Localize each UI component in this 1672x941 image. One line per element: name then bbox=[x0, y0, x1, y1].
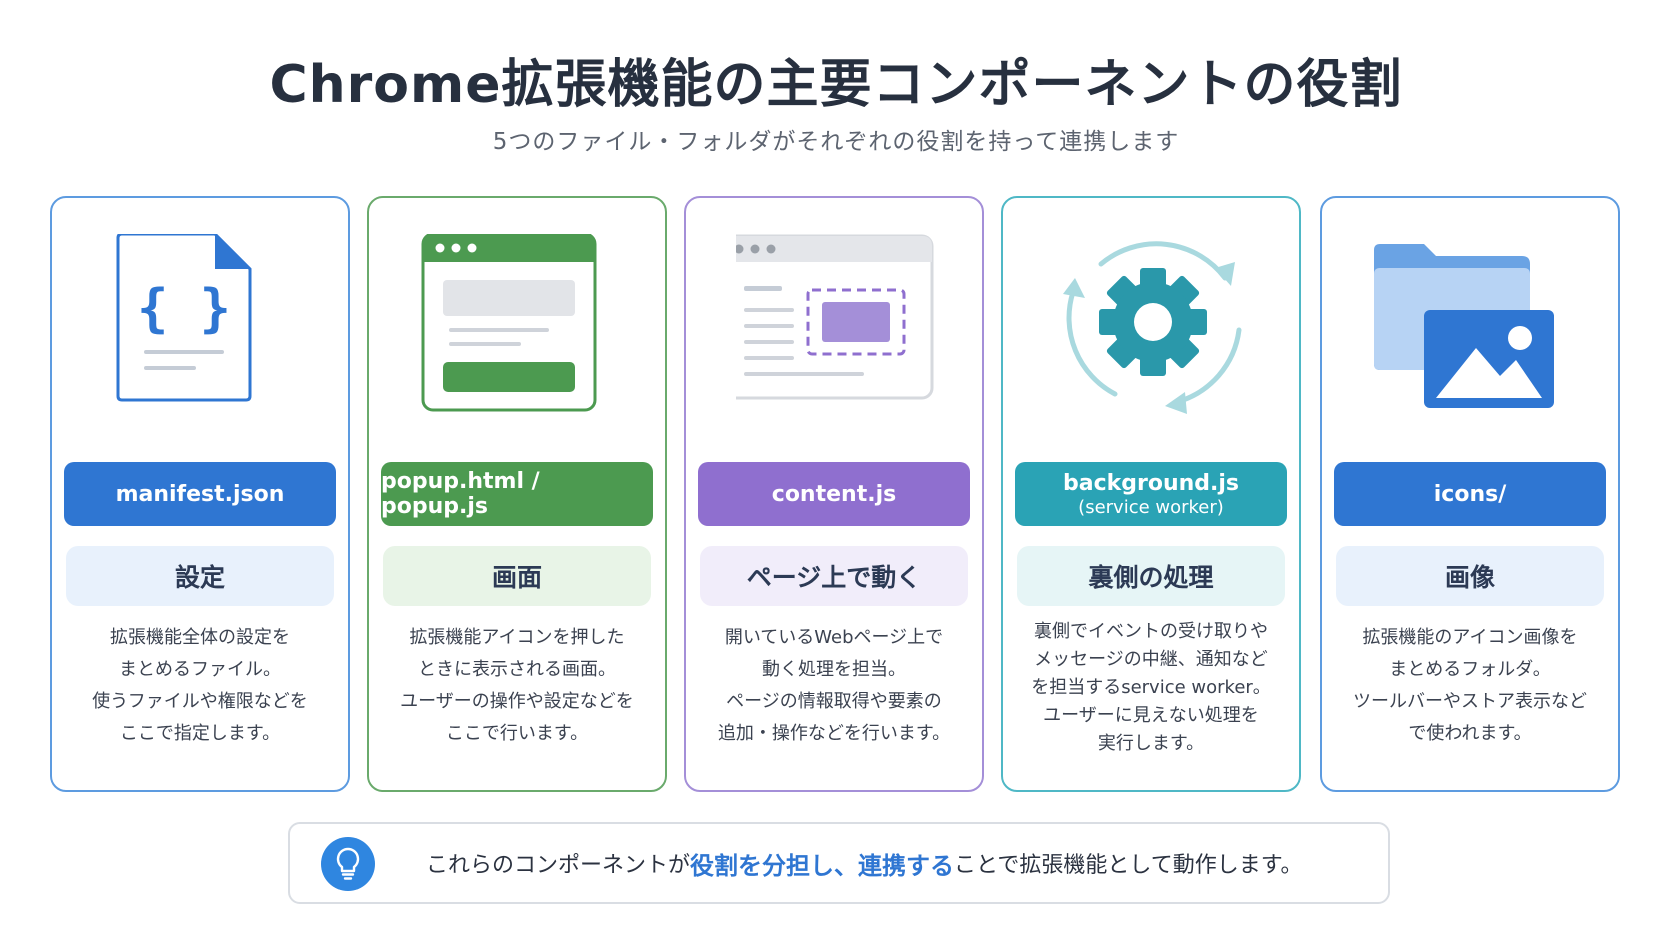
file-label: background.js (service worker) bbox=[1015, 462, 1287, 526]
description: 拡張機能全体の設定を まとめるファイル。 使うファイルや権限などを ここで指定し… bbox=[92, 627, 308, 744]
file-label: content.js bbox=[698, 462, 970, 526]
page-title: Chrome拡張機能の主要コンポーネントの役割 bbox=[269, 55, 1403, 115]
role-label: 画面 bbox=[383, 546, 651, 606]
lightbulb-icon bbox=[320, 836, 376, 892]
summary-emphasis: 役割を分担し、連携する bbox=[690, 851, 955, 880]
summary-note: これらのコンポーネントが 役割を分担し、連携することで拡張機能として動作します。 bbox=[288, 822, 1390, 904]
description: 拡張機能のアイコン画像を まとめるフォルダ。 ツールバーやストア表示など で使わ… bbox=[1353, 627, 1587, 744]
role-label: 画像 bbox=[1336, 546, 1604, 606]
role-label: 設定 bbox=[66, 546, 334, 606]
folder-image-icon bbox=[1372, 234, 1572, 434]
webpage-content-icon bbox=[722, 234, 936, 434]
component-cards: { } manifest.json 設定 拡張機能全体の設定を まとめるファイル… bbox=[50, 196, 1622, 792]
gear-cycle-icon bbox=[1053, 234, 1253, 434]
role-label: ページ上で動く bbox=[700, 546, 968, 606]
page-subtitle: 5つのファイル・フォルダがそれぞれの役割を持って連携します bbox=[492, 129, 1180, 155]
card-background: background.js (service worker) 裏側の処理 裏側で… bbox=[1001, 196, 1301, 792]
file-label: manifest.json bbox=[64, 462, 336, 526]
json-file-icon: { } bbox=[102, 232, 302, 434]
file-label: popup.html / popup.js bbox=[381, 462, 653, 526]
description: 拡張機能アイコンを押した ときに表示される画面。 ユーザーの操作や設定などを こ… bbox=[400, 627, 634, 744]
popup-window-icon bbox=[419, 232, 619, 434]
description: 開いているWebページ上で 動く処理を担当。 ページの情報取得や要素の 追加・操… bbox=[717, 627, 951, 744]
card-icons: icons/ 画像 拡張機能のアイコン画像を まとめるフォルダ。 ツールバーやス… bbox=[1320, 196, 1620, 792]
summary-text: これらのコンポーネントが 役割を分担し、連携することで拡張機能として動作します。 bbox=[426, 824, 1303, 902]
svg-text:{ }: { } bbox=[137, 279, 231, 339]
card-popup: popup.html / popup.js 画面 拡張機能アイコンを押した とき… bbox=[367, 196, 667, 792]
description: 裏側でイベントの受け取りや メッセージの中継、通知など を担当するservice… bbox=[1031, 621, 1271, 754]
role-label: 裏側の処理 bbox=[1017, 546, 1285, 606]
card-content: content.js ページ上で動く 開いているWebページ上で 動く処理を担当… bbox=[684, 196, 984, 792]
card-manifest: { } manifest.json 設定 拡張機能全体の設定を まとめるファイル… bbox=[50, 196, 350, 792]
file-label: icons/ bbox=[1334, 462, 1606, 526]
